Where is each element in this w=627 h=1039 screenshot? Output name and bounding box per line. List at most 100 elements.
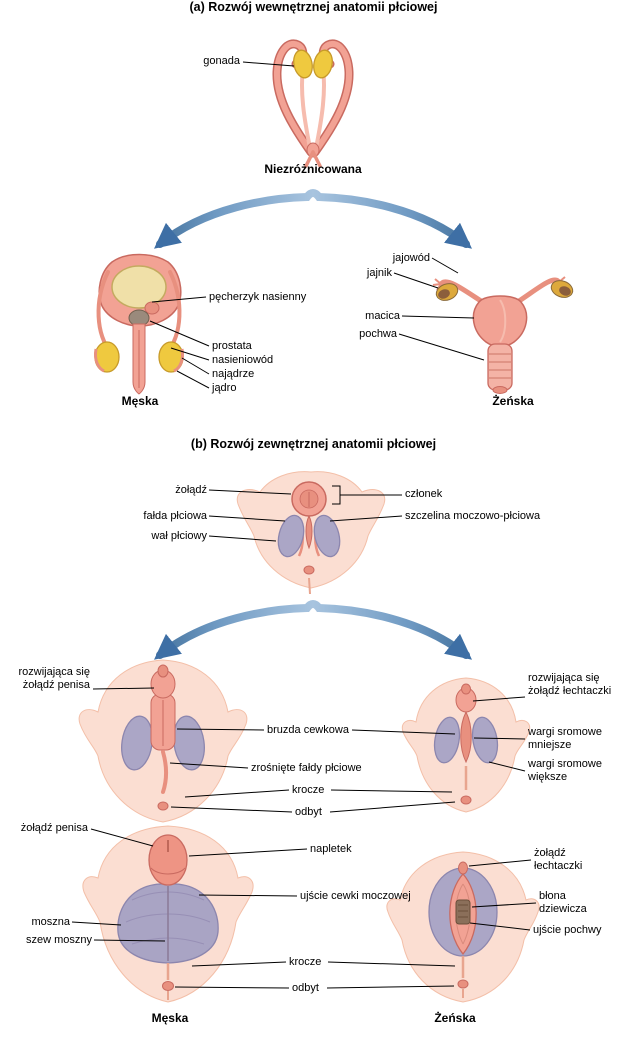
line-bruzda-right bbox=[351, 729, 456, 735]
ovary-right-shadow bbox=[559, 286, 571, 296]
label-szczelina: szczelina moczowo-płciowa bbox=[405, 510, 541, 522]
anus-dev-female bbox=[460, 795, 472, 805]
line-zoladz-b bbox=[208, 489, 292, 495]
hymen-vaginal-opening bbox=[455, 899, 471, 925]
label-czlonek: członek bbox=[405, 488, 443, 500]
genital-swelling-right bbox=[313, 514, 341, 558]
label-prostata: prostata bbox=[212, 340, 252, 352]
label-jajowod: jajowód bbox=[392, 252, 430, 264]
gonad-right bbox=[313, 49, 333, 79]
label-nasieniowod: nasieniowód bbox=[212, 354, 274, 366]
line-ujscie-cewki bbox=[198, 894, 298, 897]
label-zoladz-lechtaczki: żołądź łechtaczki bbox=[534, 847, 583, 872]
male-internal-figure bbox=[94, 253, 184, 395]
male-name-internal: Męska bbox=[121, 394, 159, 408]
branching-arrow-internal bbox=[154, 189, 472, 249]
label-macica: macica bbox=[365, 310, 400, 322]
final-female-figure bbox=[386, 851, 540, 1003]
label-krocze-final: krocze bbox=[289, 956, 322, 968]
line-rozwijajaca-lechtaczka bbox=[472, 696, 526, 702]
label-wargi-wieksze: wargi sromowe większe bbox=[528, 758, 602, 783]
line-bruzda-left bbox=[176, 728, 265, 731]
label-bruzda-cewkowa: bruzda cewkowa bbox=[267, 724, 349, 736]
label-ujscie-pochwy: ujście pochwy bbox=[533, 924, 602, 936]
label-krocze-dev: krocze bbox=[292, 784, 325, 796]
label-wal-plciowy: wał płciowy bbox=[151, 530, 207, 542]
label-blona-dziewicza: błona dziewicza bbox=[539, 890, 587, 915]
glans-clitoris bbox=[458, 861, 468, 875]
anus-dev-male bbox=[157, 801, 169, 811]
line-moszna bbox=[71, 921, 122, 926]
label-zrosniete-faldy: zrośnięte fałdy płciowe bbox=[251, 762, 362, 774]
line-pecherzyk bbox=[151, 296, 207, 303]
anus-undiff bbox=[303, 565, 315, 575]
line-wargi-wieksze bbox=[488, 761, 526, 772]
label-jadro: jądro bbox=[212, 382, 237, 394]
label-falda-plciowa: fałda płciowa bbox=[143, 510, 207, 522]
stage-label-undifferentiated: Niezróżnicowana bbox=[264, 162, 362, 176]
vaginal-opening-internal bbox=[492, 386, 508, 394]
foreskin-rim bbox=[150, 867, 186, 875]
branching-arrow-external bbox=[154, 600, 472, 660]
line-odbyt-final-right bbox=[326, 985, 455, 989]
bladder bbox=[111, 265, 167, 309]
female-name-external: Żeńska bbox=[434, 1011, 476, 1025]
final-male-figure bbox=[82, 825, 254, 1003]
label-jajnik: jajnik bbox=[366, 267, 392, 279]
label-pochwa: pochwa bbox=[359, 328, 397, 340]
label-najadrze: najądrze bbox=[212, 368, 255, 380]
developing-male-figure bbox=[78, 659, 248, 823]
line-wargi-mniejsze bbox=[473, 737, 526, 740]
section-b-title: (b) Rozwój zewnętrznej anatomii płciowej bbox=[190, 437, 437, 451]
undifferentiated-internal-figure bbox=[272, 39, 354, 168]
vagina-ridges bbox=[489, 353, 511, 379]
section-a-title: (a) Rozwój wewnętrznej anatomii płciowej bbox=[189, 0, 438, 14]
line-jadro bbox=[176, 370, 210, 389]
hymen-texture bbox=[458, 904, 468, 918]
ovary-left-shadow bbox=[438, 289, 450, 299]
label-wargi-mniejsze: wargi sromowe mniejsze bbox=[528, 726, 602, 751]
label-rozwijajaca-lechtaczka: rozwijająca się żołądź łechtaczki bbox=[528, 672, 612, 697]
anus-final-female bbox=[457, 979, 469, 989]
anus-final-male bbox=[162, 981, 174, 991]
duct-stem bbox=[304, 150, 322, 168]
fused-genital-folds bbox=[161, 750, 168, 794]
label-zoladz: żołądź bbox=[175, 484, 207, 496]
fallopian-tube-left bbox=[439, 279, 487, 306]
genital-swelling-left bbox=[277, 514, 305, 558]
fallopian-tube-right bbox=[513, 277, 561, 306]
labia-minora bbox=[460, 710, 472, 764]
line-macica bbox=[401, 315, 475, 319]
label-zoladz-penisa: żołądź penisa bbox=[20, 822, 88, 834]
line-odbyt-dev-left bbox=[170, 806, 293, 813]
female-internal-figure bbox=[432, 276, 574, 394]
line-gonada bbox=[242, 61, 295, 67]
line-nasieniowod bbox=[170, 347, 210, 361]
epididymis-left bbox=[94, 348, 105, 373]
label-moszna: moszna bbox=[31, 916, 70, 928]
urogenital-slit bbox=[305, 514, 313, 550]
uterus bbox=[472, 295, 528, 348]
clitoris-tip bbox=[461, 683, 471, 695]
line-wal bbox=[208, 535, 277, 542]
line-ujscie-pochwy bbox=[469, 922, 531, 931]
callout-lines bbox=[71, 61, 537, 989]
label-odbyt-dev: odbyt bbox=[295, 806, 322, 818]
line-krocze-final-right bbox=[327, 961, 456, 967]
label-szew-moszny: szew moszny bbox=[25, 934, 92, 946]
line-jajnik bbox=[393, 272, 439, 289]
line-blona-dziewicza bbox=[471, 902, 537, 908]
label-ujscie-cewki: ujście cewki moczowej bbox=[300, 890, 411, 902]
label-pecherzyk-nasienny: pęcherzyk nasienny bbox=[209, 291, 307, 303]
line-napletek bbox=[188, 848, 308, 857]
line-pochwa bbox=[398, 333, 485, 361]
duct-junction bbox=[306, 142, 320, 158]
labia-majora-left bbox=[433, 716, 461, 764]
male-name-external: Męska bbox=[151, 1011, 189, 1025]
line-zoladz-penisa bbox=[90, 828, 154, 847]
line-odbyt-dev-right bbox=[329, 801, 456, 813]
line-prostata bbox=[149, 320, 210, 347]
gonad-left bbox=[293, 49, 313, 79]
